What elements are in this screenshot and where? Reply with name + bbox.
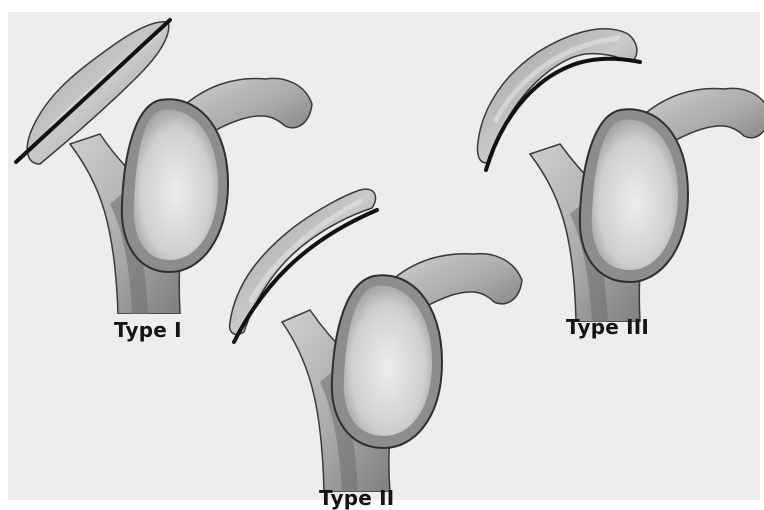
frame-left-border (0, 0, 8, 510)
glenoid-fossa (592, 120, 678, 270)
frame-top-border (0, 0, 764, 12)
type-1-label: Type I (114, 318, 182, 342)
type-3-label: Type III (566, 315, 649, 339)
scapula-type-3-illustration (470, 22, 764, 322)
type-2-label: Type II (319, 486, 394, 510)
